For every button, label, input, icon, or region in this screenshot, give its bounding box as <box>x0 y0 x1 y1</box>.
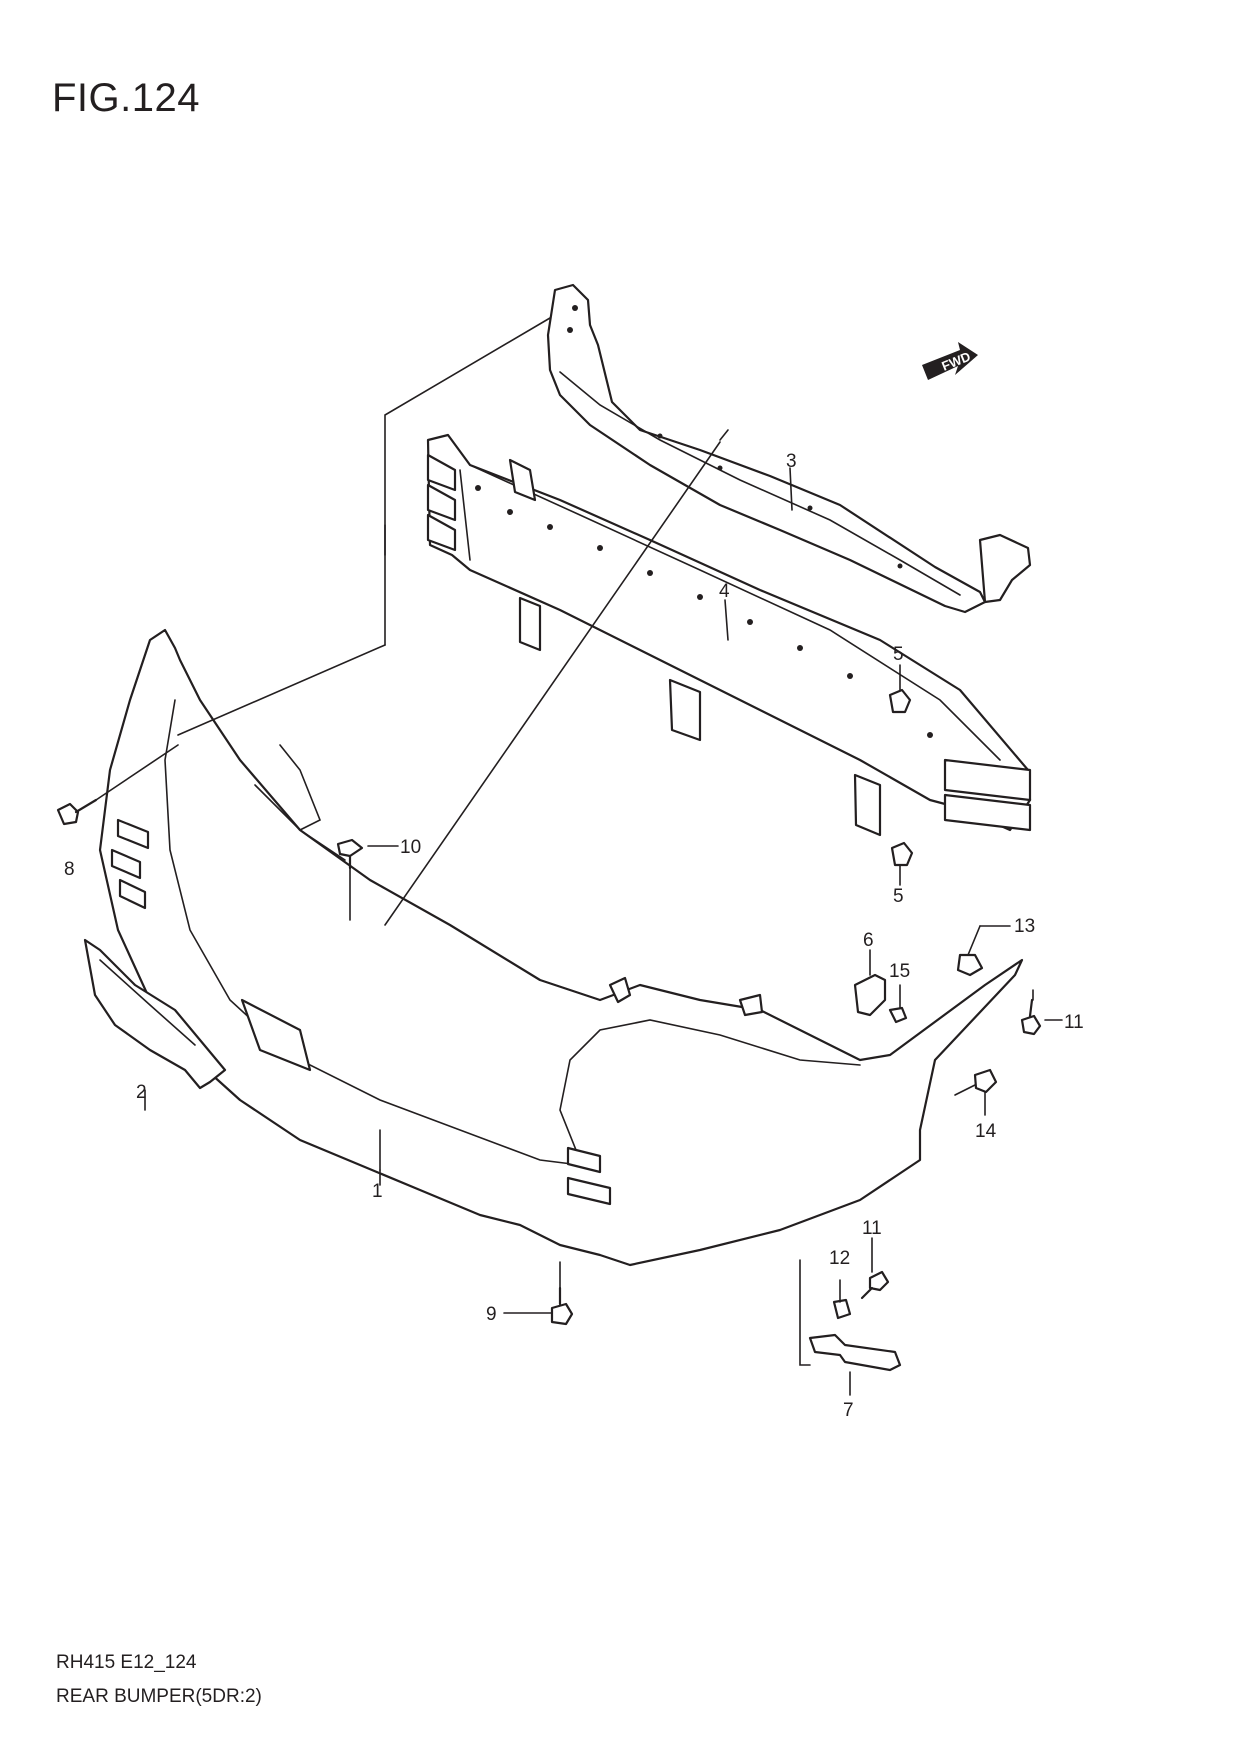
callout-1: 1 <box>372 1181 383 1202</box>
part-14-clip <box>973 1068 998 1094</box>
callouts: 1 2 3 4 5 5 6 7 8 9 10 11 11 12 13 14 15 <box>64 451 1084 1421</box>
callout-9: 9 <box>486 1304 497 1325</box>
callout-2: 2 <box>136 1082 147 1103</box>
callout-14: 14 <box>975 1121 997 1142</box>
callout-10: 10 <box>400 837 421 858</box>
callout-5-lower: 5 <box>893 886 904 907</box>
callout-3: 3 <box>786 451 797 472</box>
figure-title: FIG.124 <box>52 76 201 120</box>
part-11-screw-upper <box>1020 998 1042 1036</box>
callout-13: 13 <box>1014 916 1035 937</box>
part-5-nut-lower <box>890 841 914 867</box>
callout-15: 15 <box>889 961 910 982</box>
leader-lines <box>95 317 1063 1396</box>
part-13-clip <box>956 953 984 977</box>
figure-name: REAR BUMPER(5DR:2) <box>56 1686 262 1707</box>
part-10-push-clip <box>336 838 364 870</box>
part-2-side-bracket <box>83 938 227 1090</box>
part-5-nut-upper <box>888 688 912 714</box>
fwd-label: FWD <box>940 349 973 374</box>
callout-12: 12 <box>829 1248 850 1269</box>
fwd-arrow-icon: FWD <box>922 342 978 380</box>
callout-4: 4 <box>719 581 730 602</box>
part-12-nut-clip <box>832 1298 852 1320</box>
part-7-lower-bracket <box>808 1333 902 1372</box>
part-8-bolt <box>56 798 98 826</box>
callout-11-lower: 11 <box>862 1218 882 1239</box>
part-9-bolt <box>550 1286 574 1326</box>
part-3-upper-reinforcement <box>546 283 1032 614</box>
callout-8: 8 <box>64 859 75 880</box>
part-1-bumper-cover <box>98 628 1024 1267</box>
part-11-screw-lower <box>860 1270 890 1300</box>
callout-7: 7 <box>843 1400 854 1421</box>
part-15-screw <box>888 1006 908 1024</box>
figure-code: RH415 E12_124 <box>56 1652 197 1673</box>
part-4-bumper-beam <box>426 433 1032 837</box>
part-6-clip <box>853 973 887 1017</box>
callout-11-upper: 11 <box>1064 1012 1084 1033</box>
callout-5-upper: 5 <box>893 644 904 665</box>
callout-6: 6 <box>863 930 874 951</box>
